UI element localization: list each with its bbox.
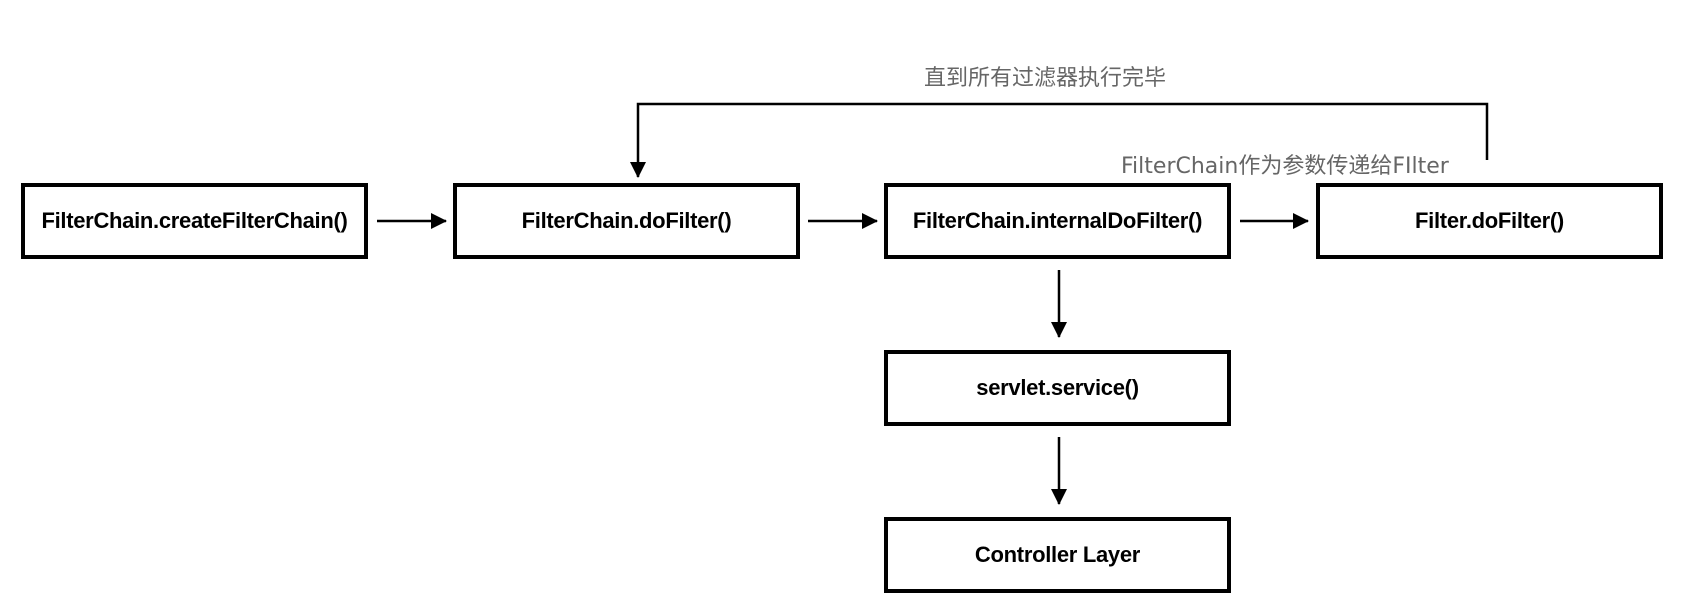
loop-annotation: 直到所有过滤器执行完毕 — [924, 66, 1167, 91]
param-annotation: FilterChain作为参数传递给FIlter — [1121, 154, 1449, 179]
node-controller-layer: Controller Layer — [884, 517, 1231, 593]
node-servlet-service: servlet.service() — [884, 350, 1231, 426]
node-filterchain-dofilter: FilterChain.doFilter() — [453, 183, 800, 259]
node-create-filter-chain: FilterChain.createFilterChain() — [21, 183, 368, 259]
node-internal-dofilter: FilterChain.internalDoFilter() — [884, 183, 1231, 259]
node-filter-dofilter: Filter.doFilter() — [1316, 183, 1663, 259]
arrow-loop-back — [630, 102, 1489, 178]
